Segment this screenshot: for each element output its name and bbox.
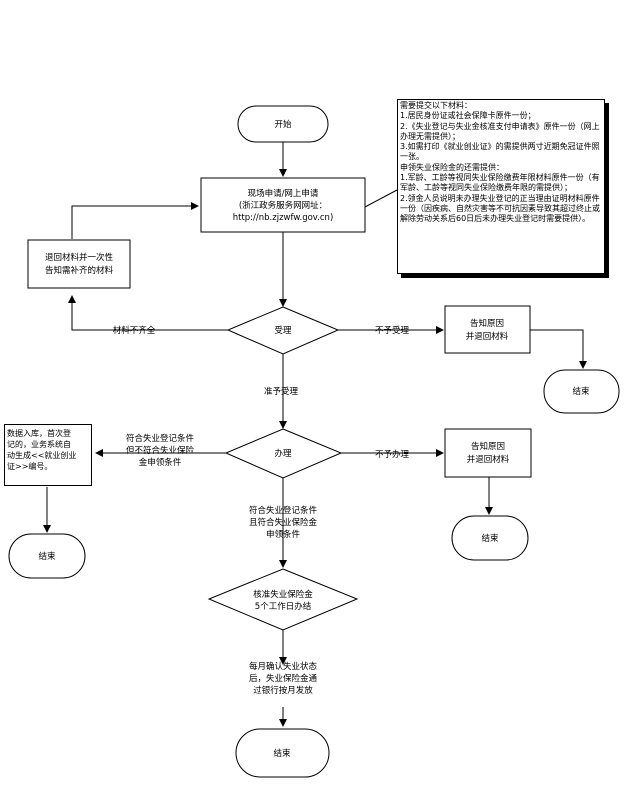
notify-reject-handle-label-2: 并退回材料 — [467, 454, 510, 465]
return-label-1: 退回材料并一次性 — [45, 252, 114, 263]
data-entry-line-2: 记的，业务系统自 — [7, 440, 71, 449]
edge-label-both-conditions-2: 且符合失业保险金 — [249, 517, 318, 528]
monthly-label-1: 每月确认失业状态 — [249, 661, 318, 672]
apply-node — [200, 177, 366, 233]
data-entry-note: 数据入库，首次登 记的，业务系统自 动生成<<就业创业 证>>编号。 — [4, 424, 92, 486]
data-entry-line-4: 证>>编号。 — [7, 462, 53, 471]
notify-reject-accept-node — [444, 305, 531, 354]
edge-label-not-accepted: 不予受理 — [375, 325, 410, 336]
apply-label-1: 现场申请/网上申请 — [248, 188, 319, 199]
materials-item-2: 2.《失业登记与失业金核准支付申请表》原件一份（网上办理无需提供）； — [400, 121, 600, 141]
end-handle-label: 结束 — [481, 533, 499, 544]
data-entry-line-1: 数据入库，首次登 — [7, 429, 71, 438]
end-accept-node — [543, 369, 620, 414]
accept-decision — [226, 306, 340, 355]
materials-item-3: 3.如需打印《就业创业证》的需提供两寸近期免冠证件照一张。 — [400, 142, 600, 162]
edge-label-registration-only-2: 但不符合失业保险 — [126, 445, 195, 456]
edge-label-materials-incomplete: 材料不齐全 — [113, 325, 156, 336]
edge-return-apply — [71, 202, 199, 239]
approve-label-2: 5个工作日办结 — [255, 601, 311, 612]
edge-accept-return — [68, 295, 228, 331]
notify-reject-accept-label-2: 并退回材料 — [466, 331, 509, 342]
end-final-node — [235, 728, 330, 778]
end-final-label: 结束 — [273, 748, 291, 759]
materials-note: 需要提交以下材料： 1.居民身份证或社会保障卡原件一份； 2.《失业登记与失业金… — [397, 99, 605, 274]
materials-heading: 需要提交以下材料： — [400, 101, 472, 110]
start-label: 开始 — [274, 119, 292, 130]
end-left-node — [8, 533, 86, 579]
materials-item-1: 1.居民身份证或社会保障卡原件一份； — [400, 111, 536, 121]
edges — [43, 142, 587, 727]
edge-label-not-handled: 不予办理 — [375, 449, 410, 460]
edge-label-both-conditions-3: 申领条件 — [266, 529, 301, 540]
monthly-label-2: 后，失业保险金通 — [249, 673, 318, 684]
apply-label-3: http://nb.zjzwfw.gov.cn) — [233, 213, 334, 223]
materials-extra-1: 1.军龄、工龄等视同失业保险缴费年限材料原件一份（有军龄、工龄等视同失业保险缴费… — [400, 173, 600, 193]
handle-label: 办理 — [274, 448, 292, 459]
materials-subheading: 申领失业保险金的还需提供： — [400, 162, 504, 172]
return-label-2: 告知需补齐的材料 — [45, 265, 114, 276]
end-handle-node — [451, 515, 529, 561]
accept-label: 受理 — [274, 325, 292, 336]
approve-node — [207, 568, 359, 631]
notify-reject-handle-node — [444, 428, 532, 478]
edge-label-registration-only-1: 符合失业登记条件 — [126, 433, 195, 444]
handle-decision — [224, 428, 343, 479]
edge-label-accepted: 准予受理 — [264, 386, 299, 397]
end-accept-label: 结束 — [572, 386, 590, 397]
apply-label-2: (浙江政务服务网网址： — [239, 200, 327, 211]
return-materials-node — [27, 239, 131, 289]
start-node — [237, 105, 329, 143]
edge-reject-end — [530, 329, 587, 369]
monthly-label-3: 过银行按月发放 — [253, 685, 313, 696]
edge-label-both-conditions-1: 符合失业登记条件 — [249, 505, 318, 516]
materials-extra-2: 2.领金人员说明未办理失业登记的正当理由证明材料原件一份（因疾病、自然灾害等不可… — [400, 193, 600, 224]
end-left-label: 结束 — [38, 551, 56, 562]
approve-label-1: 核准失业保险金 — [253, 589, 313, 600]
data-entry-line-3: 动生成<<就业创业 — [7, 451, 77, 460]
notify-reject-handle-label-1: 告知原因 — [471, 441, 505, 452]
notify-reject-accept-label-1: 告知原因 — [470, 318, 504, 329]
note-connector — [364, 189, 398, 208]
edge-label-registration-only-3: 金申领条件 — [139, 457, 182, 468]
